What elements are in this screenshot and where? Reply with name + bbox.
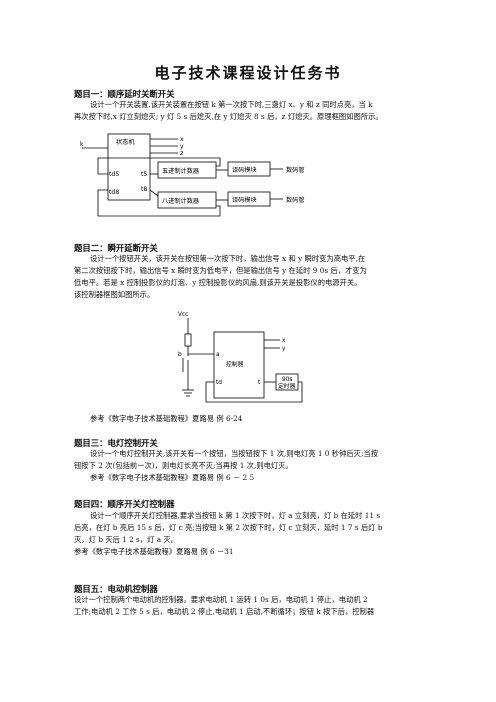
timer-line2: 定时器 <box>278 382 296 390</box>
topic5-heading: 题目五：电动机控制器 <box>74 584 158 594</box>
display2-label: 数码管 <box>286 196 305 204</box>
output-x-label-2: x <box>282 338 286 344</box>
t-label: t <box>258 380 261 386</box>
topic5-paragraph: 设计一个控制两个电动机的控制器。要求电动机 1 运转 1 0s 后，电动机 1 … <box>74 594 424 618</box>
topic2-line1: 设计一个按钮开关，该开关在按钮第一次按下时，输出信号 x 和 y 瞬时变为高电平… <box>90 254 366 263</box>
topic4-heading: 题目四：顺序开关灯控制器 <box>74 499 175 509</box>
topic2-paragraph: 设计一个按钮开关，该开关在按钮第一次按下时，输出信号 x 和 y 瞬时变为高电平… <box>74 253 424 301</box>
topic3-heading: 题目三：电灯控制开关 <box>74 438 158 448</box>
output-y-label-2: y <box>282 346 286 352</box>
input-k-label: k <box>80 141 84 148</box>
output-y-label: y <box>180 143 184 150</box>
counter5-label: 五进制计数器 <box>162 167 200 175</box>
topic4-line2: 后亮，在灯 b 亮后 15 s 后，灯 c 亮;当按钮 k 第 2 次按下时，灯… <box>74 523 383 532</box>
topic2-block-diagram: Vcc b a 控制器 x y td t 90s 定时器 <box>178 312 303 403</box>
state-machine-label: 状态机 <box>116 138 135 146</box>
output-x-label: x <box>180 136 184 143</box>
topic4-reference: 参考《数字电子技术基础教程》夏路易 例 6 －31 <box>74 547 234 556</box>
td8-label: td8 <box>109 189 119 196</box>
topic1-paragraph: 设计一个开关装置,该开关装置在按钮 k 第一次按下时,三盏灯 x、y 和 z 同… <box>74 99 424 123</box>
decoder2-label: 译码模块 <box>232 196 257 204</box>
output-z-label: z <box>180 150 183 157</box>
topic1-line1: 设计一个开关装置,该开关装置在按钮 k 第一次按下时,三盏灯 x、y 和 z 同… <box>90 100 373 109</box>
topic2-heading: 题目二：瞬开延断开关 <box>74 243 158 253</box>
topic2-line2: 第二次按钮按下时，输出信号 x 瞬时变为低电平，但是输出信号 y 在延时 9 0… <box>74 266 367 275</box>
topic5-line1: 设计一个控制两个电动机的控制器。要求电动机 1 运转 1 0s 后，电动机 1 … <box>74 595 368 604</box>
decoder1-label: 译码模块 <box>232 166 257 174</box>
topic3-reference: 参考《数字电子技术基础教程》夏路易 例 6 － 2 5 <box>90 473 255 482</box>
topic1-line2: 再次按下时,x 灯立刻熄灭; y 灯 5 s 后熄灭,在 y 灯熄灭 8 s 后… <box>74 112 383 121</box>
topic5-line2: 工作;电动机 2 工作 5 s 后，电动机 2 停止,电动机 1 启动,不断循环… <box>74 607 375 616</box>
topic4-paragraph: 设计一个顺序开关灯控制器,要求当按钮 k 第 1 次按下时，灯 a 立刻亮，灯 … <box>74 510 424 558</box>
t5-label: t5 <box>141 171 147 178</box>
display1-label: 数码管 <box>286 166 305 174</box>
timer-line1: 90s <box>282 377 292 383</box>
counter8-label: 八进制计数器 <box>162 197 200 205</box>
topic2-line4: 该控制器框图如图所示。 <box>74 290 155 299</box>
document-title: 电子技术课程设计任务书 <box>154 64 342 82</box>
td5-label: td5 <box>109 171 119 178</box>
topic3-line2: 钮按下 2 次(包括前一次)，则电灯长亮不灭;当再按 1 次,则电灯灭。 <box>74 461 293 470</box>
td-label: td <box>216 380 222 386</box>
topic1-heading: 题目一：顺序延时关断开关 <box>74 89 175 99</box>
topic3-paragraph: 设计一个电灯控制开关,该开关有一个按钮，当按钮按下 1 次,则电灯亮 1 0 秒… <box>74 448 424 484</box>
topic3-line1: 设计一个电灯控制开关,该开关有一个按钮，当按钮按下 1 次,则电灯亮 1 0 秒… <box>90 449 379 458</box>
t8-label: t8 <box>141 186 147 193</box>
topic2-reference: 参考《数字电子技术基础教程》夏路易 例 6-24 <box>90 414 243 423</box>
topic4-line1: 设计一个顺序开关灯控制器,要求当按钮 k 第 1 次按下时，灯 a 立刻亮，灯 … <box>90 511 381 520</box>
vcc-label: Vcc <box>178 312 188 318</box>
controller-label: 控制器 <box>226 360 244 368</box>
pin-b-label: b <box>178 352 182 358</box>
topic1-block-diagram: k 状态机 x y z td5 t5 td8 t8 五进制计数器 八进制计数器 … <box>80 133 305 217</box>
topic4-line3: 灭，灯 b 灭后 1 2 s，灯 a 灭。 <box>74 535 178 544</box>
pin-a-label: a <box>216 352 220 358</box>
topic2-line3: 低电平。若是 x 控制投影仪的灯泡、y 控制投影仪的风扇,则该开关是投影仪的电源… <box>74 278 362 287</box>
